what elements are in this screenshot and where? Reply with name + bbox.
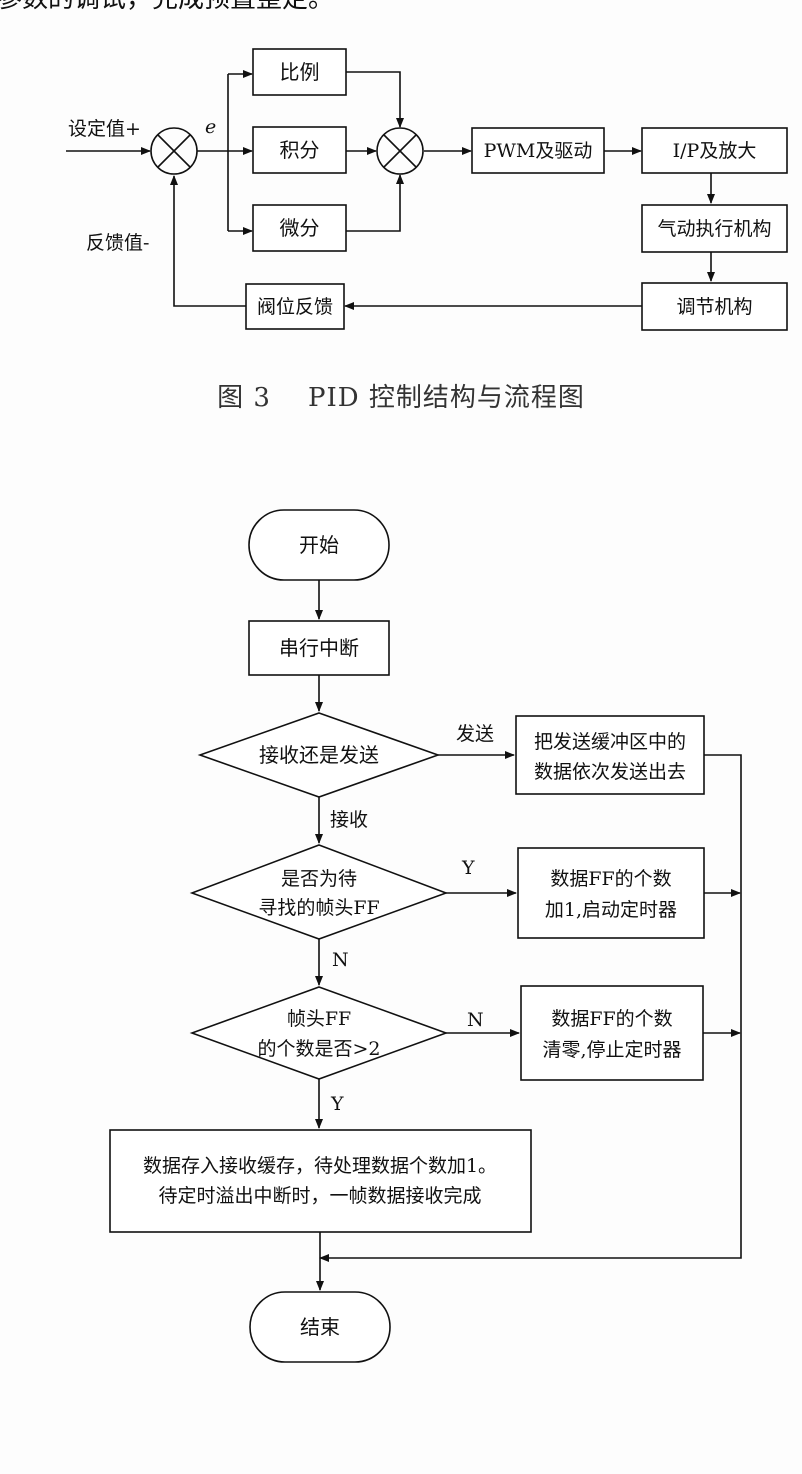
ff-count-box (517, 847, 705, 939)
receive-branch-label: 接收 (330, 809, 368, 831)
ff-count-decision-line1: 帧头FF (287, 1008, 351, 1030)
pid-diagram: 设定值+ e 比例 积分 微分 PWM及驱动 I/P及放大 气动执行机构 (66, 48, 788, 331)
yes-label-2: Y (330, 1093, 344, 1115)
yes-label-1: Y (461, 857, 475, 879)
store-line2: 待定时溢出中断时，一帧数据接收完成 (158, 1185, 481, 1207)
header-ff-decision-line1: 是否为待 (281, 868, 357, 890)
no-label-1: N (332, 949, 349, 971)
regulator-box (641, 282, 788, 331)
end-terminal (249, 1291, 391, 1363)
pwm-label: PWM及驱动 (484, 140, 593, 162)
regulator-label: 调节机构 (676, 296, 752, 318)
integral-box (252, 126, 347, 174)
derivative-label: 微分 (280, 216, 320, 240)
ip-label: I/P及放大 (673, 140, 757, 162)
valve-feedback-label: 阀位反馈 (257, 296, 333, 318)
proportional-label: 比例 (280, 60, 320, 84)
rx-tx-decision-label: 接收还是发送 (259, 743, 379, 767)
serial-interrupt-box (248, 620, 390, 676)
feedback-label: 反馈值- (86, 232, 149, 254)
end-label: 结束 (300, 1315, 340, 1339)
pwm-box (471, 127, 605, 174)
figure-caption: 图 3 PID 控制结构与流程图 (217, 383, 585, 413)
actuator-label: 气动执行机构 (657, 218, 771, 240)
actuator-box (641, 204, 788, 253)
clear-line1: 数据FF的个数 (551, 1008, 672, 1030)
setpoint-label: 设定值+ (68, 118, 141, 140)
send-box (515, 715, 705, 795)
valve-feedback-box (245, 283, 345, 330)
integral-label: 积分 (280, 138, 320, 162)
summing-junction-pid (376, 127, 424, 175)
ff-count-decision (189, 986, 449, 1080)
serial-flowchart: 开始 串行中断 接收还是发送 发送 把发送缓冲区中的 数据依次发送出去 接收 是… (109, 509, 742, 1363)
clear-box (520, 985, 704, 1081)
ff-count-line2: 加1,启动定时器 (545, 899, 677, 921)
store-line1: 数据存入接收缓存，待处理数据个数加1。 (143, 1155, 497, 1177)
clear-line2: 清零,停止定时器 (542, 1039, 681, 1061)
header-ff-decision (189, 844, 449, 940)
header-ff-decision-line2: 寻找的帧头FF (258, 897, 379, 919)
summing-junction-input (150, 127, 198, 175)
send-branch-label: 发送 (456, 723, 494, 745)
derivative-box (252, 204, 347, 252)
serial-interrupt-label: 串行中断 (279, 636, 359, 660)
send-box-line1: 把发送缓冲区中的 (534, 731, 686, 753)
no-label-2: N (467, 1009, 484, 1031)
ff-count-line1: 数据FF的个数 (550, 868, 671, 890)
ff-count-decision-line2: 的个数是否>2 (257, 1038, 380, 1060)
top-cropped-text: 参数的调试，完成预置整定。 (0, 0, 334, 14)
store-box (109, 1129, 532, 1233)
error-symbol: e (205, 116, 216, 138)
proportional-box (252, 48, 347, 96)
send-box-line2: 数据依次发送出去 (534, 761, 686, 783)
ip-box (641, 127, 788, 174)
start-label: 开始 (299, 533, 339, 557)
